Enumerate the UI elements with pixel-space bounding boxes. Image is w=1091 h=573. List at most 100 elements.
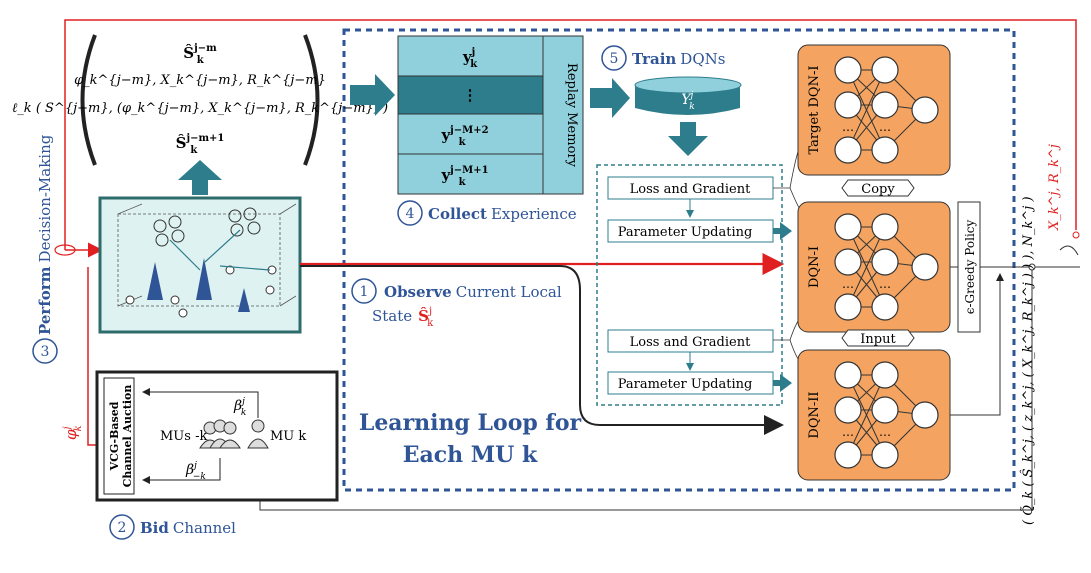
state-line3: ℓ_k ( S^{j−m}, (φ_k^{j−m}, X_k^{j−m}, R_…	[12, 101, 388, 116]
svg-text:βjk: βjk	[233, 397, 246, 418]
auction-title2: Channel Auction	[121, 385, 134, 488]
step5-text: DQNs	[680, 50, 725, 68]
step1-bold: Observe	[384, 283, 452, 301]
neuron	[834, 361, 862, 389]
svg-text:PerformDecision-Making: Perform Decision-Making	[36, 134, 54, 335]
neuron-edge	[847, 226, 886, 308]
copy-text: Copy	[861, 182, 895, 197]
beta-minus-sub: −k	[193, 472, 206, 482]
svg-text:Ŝj−m+1k: Ŝj−m+1k	[176, 133, 225, 156]
step1-text2: State	[372, 307, 412, 325]
lower-param-label: Parameter Updating	[618, 377, 753, 392]
upper-loss-label: Loss and Gradient	[630, 182, 751, 197]
state-line2: φ_k^{j−m}, X_k^{j−m}, R_k^{j−m}	[74, 73, 326, 88]
mu-icon	[247, 419, 269, 449]
beta-k-main: β	[233, 398, 242, 414]
phi-sub: k	[73, 425, 84, 431]
dataset-main: Y	[681, 92, 692, 108]
replay-row-1-main: ⋮	[463, 86, 478, 104]
policy-box: ϵ-Greedy Policy	[957, 201, 981, 333]
step1-text: Current Local	[456, 283, 562, 301]
svg-text:φjk: φjk	[62, 425, 84, 440]
step5-number: 5	[610, 51, 619, 67]
upper-update-block: Loss and Gradient Parameter Updating	[607, 176, 792, 243]
phi-sup: j	[62, 426, 73, 431]
neuron	[871, 361, 899, 389]
beta-minus-sup: j	[192, 461, 197, 471]
neuron-ellipsis: …	[879, 277, 891, 291]
auction-box: VCG-Based Channel Auction MUs -k MU k βj…	[95, 370, 339, 502]
step1-symbol: Ŝ	[418, 307, 429, 325]
replay-memory-label: Replay Memory	[564, 63, 579, 168]
beta-k-sup: j	[240, 397, 245, 407]
dqn2-label: DQN-II	[807, 391, 822, 438]
neuron-ellipsis: …	[842, 120, 854, 134]
replay-row-0-sup: j	[471, 47, 476, 58]
state-line1-sup: j−m	[193, 43, 217, 54]
dqn1-label: DQN-I	[807, 246, 822, 288]
step3-text: Decision-Making	[36, 134, 54, 262]
step3-label: 3 Perform Decision-Making	[32, 134, 58, 364]
input-text: Input	[860, 332, 896, 347]
neuron	[834, 441, 862, 469]
arrow-into-dataset	[590, 78, 630, 118]
up-arrow-env	[178, 160, 222, 195]
neuron	[911, 253, 939, 281]
replay-row-3-sub: k	[459, 177, 467, 188]
replay-row-1	[397, 75, 544, 115]
arrow-into-replay	[350, 74, 395, 116]
neuron-ellipsis: …	[879, 120, 891, 134]
svg-text:βj−k: βj−k	[185, 461, 206, 482]
state-line4-sup: j−m+1	[185, 133, 224, 144]
learning-loop-line2: Each MU k	[403, 442, 538, 468]
perform-decision-line	[64, 19, 1077, 250]
step3-bold: Perform	[36, 266, 54, 335]
state-arrow-to-dqn2	[300, 265, 784, 435]
user-icon	[125, 265, 277, 318]
neuron-ellipsis: …	[842, 277, 854, 291]
step2-bold: Bid	[140, 519, 169, 537]
neuron	[834, 396, 862, 424]
neuron-ellipsis: …	[879, 425, 891, 439]
neuron	[871, 441, 899, 469]
xr-text: X_k^j, R_k^j	[1047, 144, 1062, 231]
auction-title1: VCG-Based	[108, 401, 121, 471]
step2-number: 2	[118, 520, 127, 536]
neuron	[871, 213, 899, 241]
neuron	[911, 96, 939, 124]
policy-text: ϵ-Greedy Policy	[963, 220, 977, 315]
neuron	[834, 293, 862, 321]
mu-label: MU k	[270, 429, 306, 444]
replay-row-3-main: y	[440, 166, 451, 184]
replay-row-0-sub: k	[470, 59, 478, 70]
step1-number: 1	[360, 284, 369, 300]
step1-symbol-sub: k	[427, 318, 434, 329]
phi-main: φ	[62, 429, 80, 440]
beta-k-sub: k	[241, 408, 246, 418]
replay-row-0-main: y	[462, 48, 473, 66]
neuron	[834, 213, 862, 241]
input-label: Input	[841, 329, 915, 347]
neuron-layer: ………………	[834, 56, 939, 469]
replay-row-2-sup: j−M+2	[449, 125, 488, 136]
step2-text: Channel	[173, 519, 236, 537]
state-line1-sub: k	[197, 55, 205, 66]
environment-box	[98, 196, 302, 334]
xr-label: X_k^j, R_k^j	[1047, 144, 1062, 231]
step3-number: 3	[41, 344, 50, 360]
learning-loop-border	[342, 28, 1016, 492]
output-switch	[1012, 231, 1080, 271]
neuron	[834, 136, 862, 164]
svg-text:yjk: yjk	[462, 47, 478, 70]
q-output-text: ( Q̃_k ( Ŝ_k^j, ( z_k^j, ( X_k^j, R_k^j …	[1019, 196, 1036, 525]
loop-symbol-left	[54, 244, 76, 256]
dataset-sub: k	[689, 102, 694, 112]
